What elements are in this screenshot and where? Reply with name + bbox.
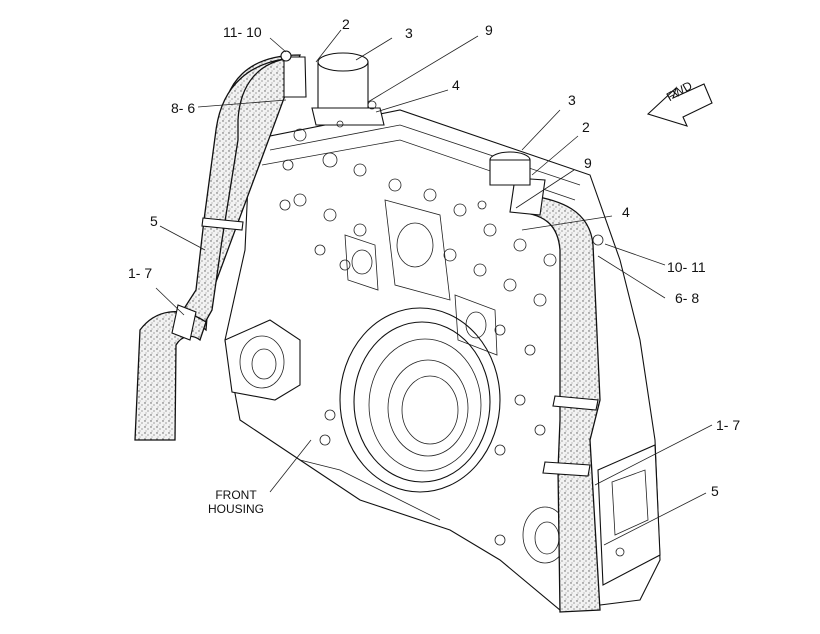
callout-2-top: 2	[342, 16, 350, 32]
top-left-cap	[311, 52, 385, 128]
front-housing-line2: HOUSING	[207, 502, 264, 516]
callout-3-top: 3	[405, 25, 413, 41]
gear-opening	[339, 307, 501, 493]
callout-5-right: 5	[711, 483, 719, 499]
left-hose	[134, 54, 307, 441]
front-housing-line1: FRONT	[215, 488, 257, 502]
callout-3-right: 3	[568, 92, 576, 108]
front-housing-label: FRONT HOUSING	[200, 488, 272, 516]
callout-9-right: 9	[584, 155, 592, 171]
leader-lines	[155, 29, 713, 546]
callout-11-10: 11- 10	[223, 24, 262, 40]
callout-2-right: 2	[582, 119, 590, 135]
callout-4-right: 4	[622, 204, 630, 220]
callout-8-6: 8- 6	[171, 100, 196, 116]
callout-9-top: 9	[485, 22, 493, 38]
right-bracket	[597, 444, 661, 586]
callout-10-11: 10- 11	[667, 259, 706, 275]
callout-1-7-right: 1- 7	[716, 417, 741, 433]
callout-4-top: 4	[452, 77, 460, 93]
callout-5-left: 5	[150, 213, 158, 229]
fitting-11-10	[280, 50, 292, 62]
left-cover	[224, 319, 301, 401]
right-cap	[477, 151, 604, 246]
callout-1-7-left: 1- 7	[128, 265, 153, 281]
fwd-arrow-shape	[646, 83, 713, 127]
callout-6-8: 6- 8	[675, 290, 700, 306]
